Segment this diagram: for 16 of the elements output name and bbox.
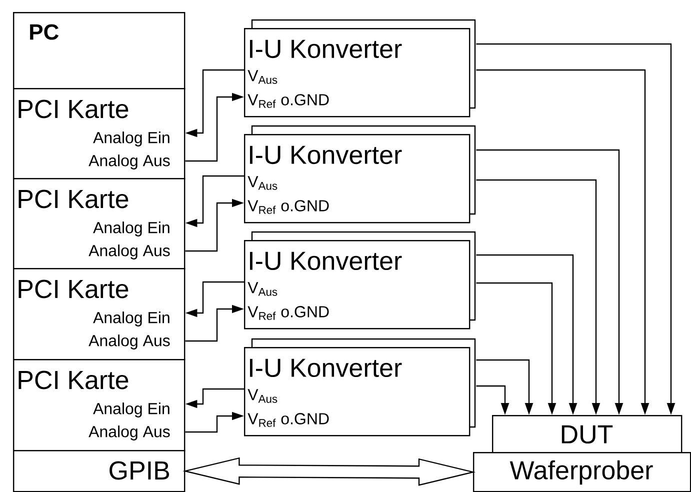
port-label: Analog Ein (93, 222, 170, 236)
port-label: Analog Ein (93, 312, 170, 326)
port-label: Analog Ein (93, 402, 170, 418)
box-title: PC (30, 24, 59, 40)
box-title: PCI Karte (18, 280, 128, 298)
box-title: Waferprober (510, 460, 653, 485)
box-title: PCI Karte (18, 190, 128, 208)
port-label: Analog Ein (93, 132, 170, 146)
box-title: PCI Karte (18, 100, 128, 118)
port-label: Analog Aus (88, 244, 170, 260)
port-label: Analog Aus (88, 426, 170, 440)
port-label: Analog Aus (88, 154, 170, 170)
box-title: GPIB (110, 461, 170, 480)
box-title: DUT (562, 425, 613, 444)
port-label: Analog Aus (88, 334, 170, 350)
box-title: PCI Karte (18, 370, 128, 390)
